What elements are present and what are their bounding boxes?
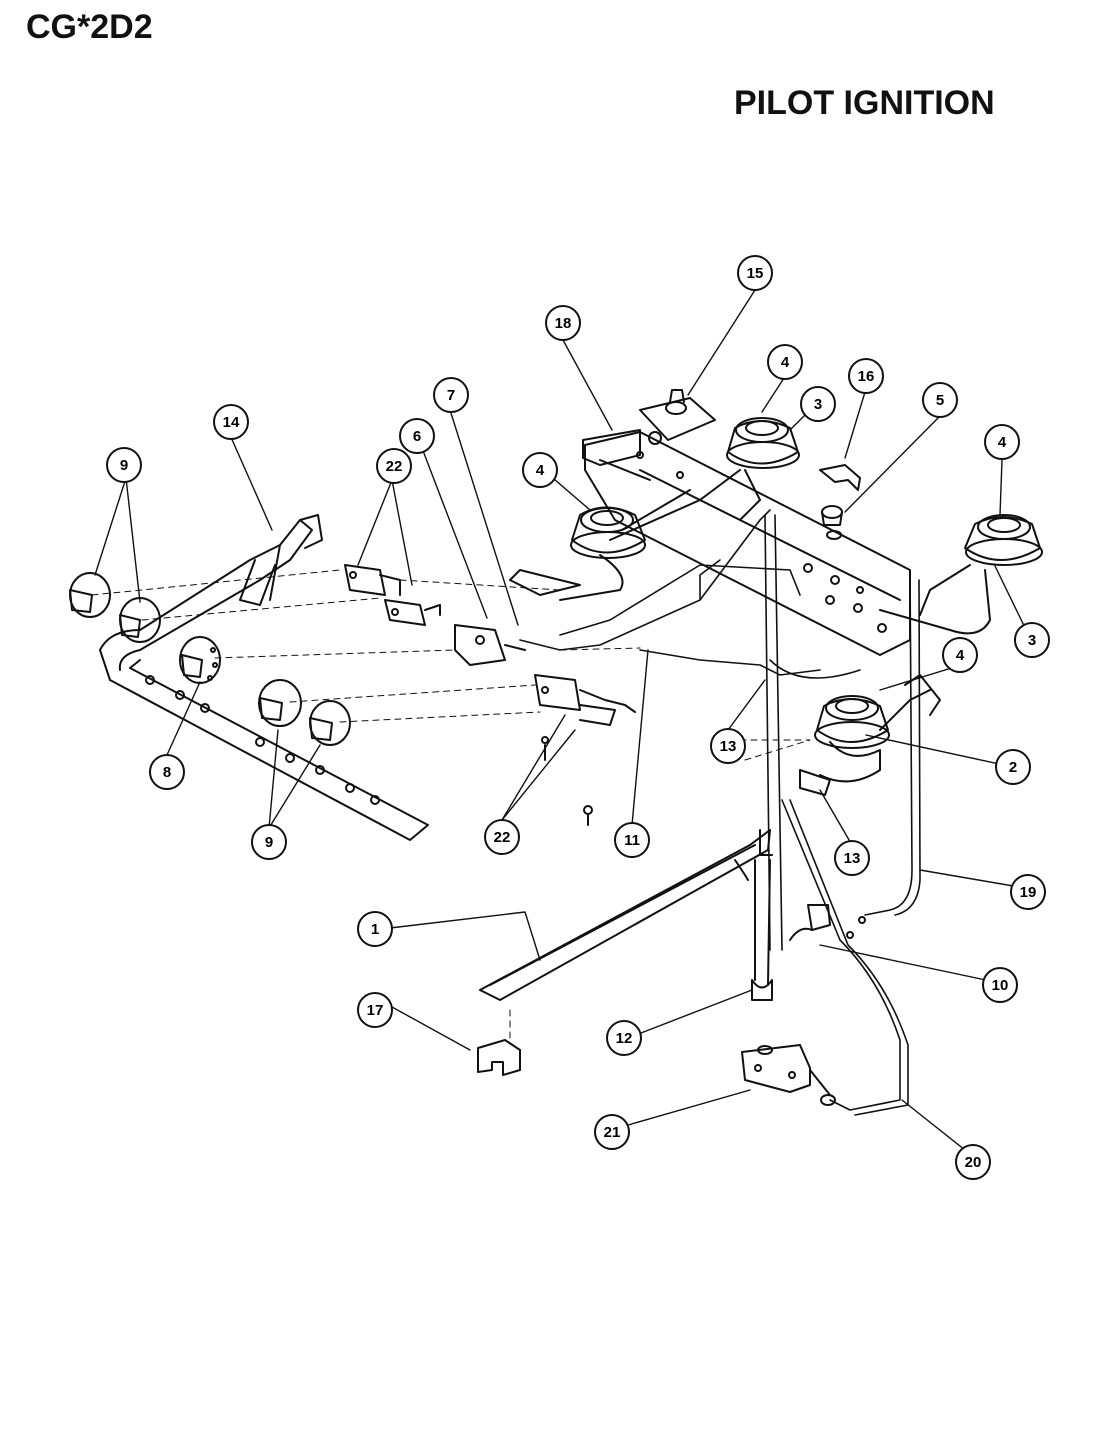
valve-22-lower (534, 674, 636, 826)
svg-text:20: 20 (965, 1154, 982, 1171)
callout-20: 20 (955, 1144, 991, 1180)
svg-text:9: 9 (120, 457, 128, 474)
callout-4-rear-center: 4 (767, 344, 803, 380)
callout-7: 7 (433, 377, 469, 413)
callout-17: 17 (357, 992, 393, 1028)
svg-text:3: 3 (1028, 632, 1036, 649)
orifice-5 (821, 505, 843, 540)
burner-front-right (814, 695, 890, 749)
alignment-lines (91, 569, 811, 1041)
svg-text:10: 10 (992, 977, 1009, 994)
svg-text:9: 9 (265, 834, 273, 851)
svg-text:17: 17 (367, 1002, 384, 1019)
callout-1: 1 (357, 911, 393, 947)
pilot-assembly-15 (639, 389, 716, 445)
section-title: PILOT IGNITION (734, 84, 995, 122)
svg-text:2: 2 (1009, 759, 1017, 776)
svg-text:22: 22 (494, 829, 511, 846)
callout-22-lower: 22 (484, 819, 520, 855)
model-code: CG*2D2 (26, 8, 153, 46)
pilot-valve-assembly (741, 859, 836, 1106)
callout-4-front-right: 4 (942, 637, 978, 673)
knob-bezel-upper-left (69, 572, 111, 618)
callouts: 15 18 4 3 16 5 4 3 (106, 255, 1050, 1180)
callout-9-upper: 9 (106, 447, 142, 483)
svg-text:13: 13 (720, 738, 737, 755)
knob-bezel-8 (179, 636, 221, 684)
svg-text:4: 4 (781, 354, 790, 371)
valve-22-upper (344, 564, 441, 626)
svg-text:12: 12 (616, 1030, 633, 1047)
svg-text:8: 8 (163, 764, 171, 781)
callout-16: 16 (848, 358, 884, 394)
clip-16 (819, 464, 861, 491)
knob-bezel-lower-right (309, 700, 351, 746)
bracket-17 (477, 1039, 521, 1076)
callout-3-right-rear: 3 (1014, 622, 1050, 658)
bracket-18 (582, 429, 641, 466)
svg-text:3: 3 (814, 396, 822, 413)
manifold-14 (99, 514, 429, 841)
svg-text:7: 7 (447, 387, 455, 404)
svg-text:22: 22 (386, 458, 403, 475)
callout-12: 12 (606, 1020, 642, 1056)
cross-bar-1 (479, 829, 773, 1001)
svg-text:16: 16 (858, 368, 875, 385)
callout-14: 14 (213, 404, 249, 440)
callout-21: 21 (594, 1114, 630, 1150)
callout-8: 8 (149, 754, 185, 790)
callout-2: 2 (995, 749, 1031, 785)
pilot-tubing (519, 509, 921, 1116)
callout-4-rear-left: 4 (522, 452, 558, 488)
callout-19: 19 (1010, 874, 1046, 910)
svg-text:6: 6 (413, 428, 421, 445)
burner-support-frame (584, 431, 911, 656)
knob-bezel-lower-left (258, 679, 302, 727)
svg-text:4: 4 (536, 462, 545, 479)
callout-13-left: 13 (710, 728, 746, 764)
svg-text:15: 15 (747, 265, 764, 282)
svg-text:11: 11 (624, 832, 640, 849)
callout-3-rear-center: 3 (800, 386, 836, 422)
svg-text:4: 4 (998, 434, 1007, 451)
burner-tubes (509, 469, 991, 796)
callout-18: 18 (545, 305, 581, 341)
burner-right-rear (964, 514, 1043, 566)
callout-13-right: 13 (834, 840, 870, 876)
svg-text:4: 4 (956, 647, 965, 664)
connector-10 (789, 904, 866, 941)
callout-9-lower: 9 (251, 824, 287, 860)
leader-lines (94, 289, 1031, 1151)
svg-text:5: 5 (936, 392, 944, 409)
svg-text:18: 18 (555, 315, 572, 332)
callout-10: 10 (982, 967, 1018, 1003)
burner-rear-left (570, 506, 646, 559)
callout-22-upper: 22 (376, 448, 412, 484)
callout-11: 11 (614, 822, 650, 858)
svg-text:1: 1 (371, 921, 379, 938)
callout-4-right-rear: 4 (984, 424, 1020, 460)
valve-6 (454, 624, 526, 666)
svg-text:13: 13 (844, 850, 861, 867)
svg-text:19: 19 (1020, 884, 1037, 901)
callout-6: 6 (399, 418, 435, 454)
callout-15: 15 (737, 255, 773, 291)
callout-5: 5 (922, 382, 958, 418)
svg-text:21: 21 (604, 1124, 621, 1141)
svg-text:14: 14 (223, 414, 240, 431)
burner-rear-center (726, 417, 800, 469)
